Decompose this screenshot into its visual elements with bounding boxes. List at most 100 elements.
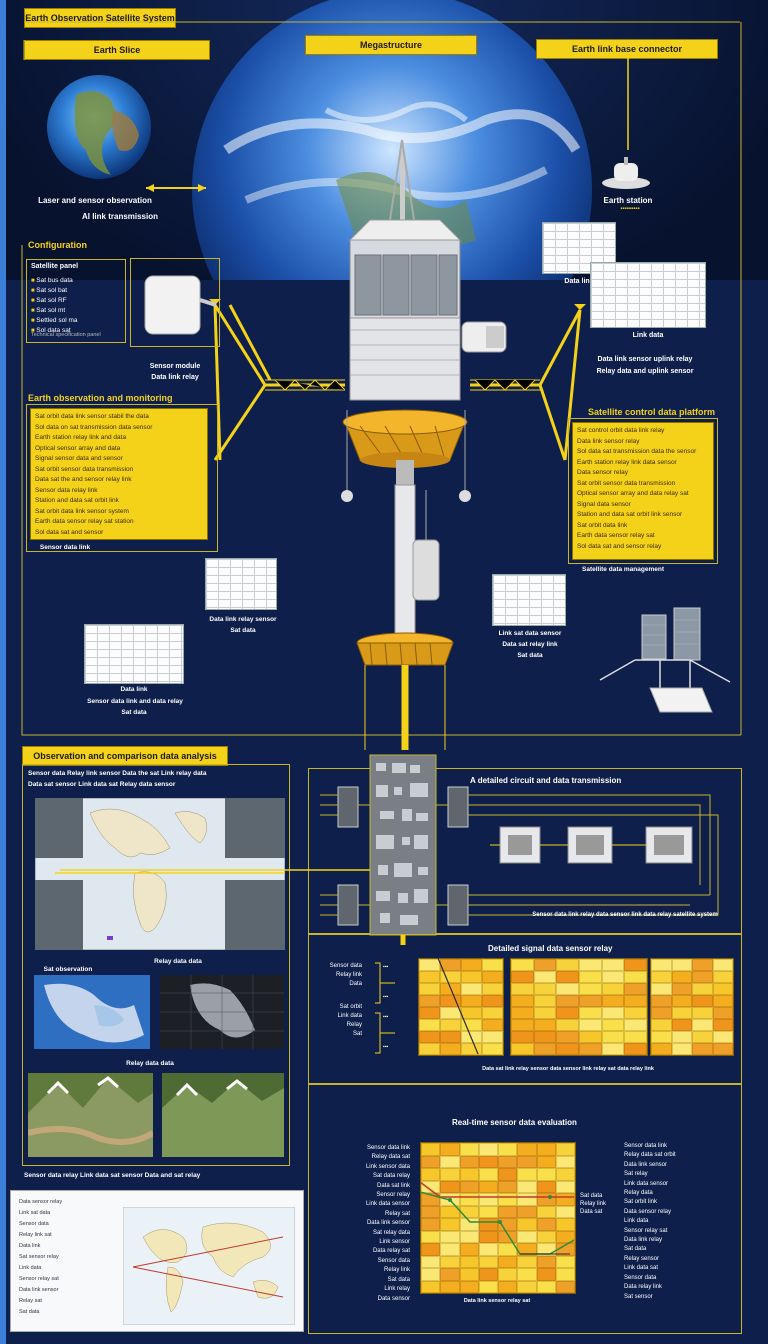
heat-cell — [440, 1205, 460, 1218]
label-earth-slice: Earth Slice — [24, 40, 210, 60]
heat-cell — [555, 1268, 575, 1281]
heat-cell — [555, 1193, 575, 1206]
heat-cell — [421, 1280, 441, 1293]
heat-cell — [478, 1243, 498, 1256]
doc-row: Relay sat — [19, 1298, 42, 1304]
heat-cell — [482, 1007, 503, 1019]
heat-cell — [536, 1280, 556, 1293]
heat-cell — [536, 1230, 556, 1243]
heat-cell — [536, 1268, 556, 1281]
text-row: Sat orbit data link sensor system — [35, 507, 129, 515]
heat-cell — [671, 983, 692, 995]
text-row: Station and data sat orbit link sensor — [577, 511, 683, 518]
heatmap2-trend-lines — [420, 1181, 574, 1255]
heat-cell — [421, 1230, 441, 1243]
doc-row: Sensor relay sat — [19, 1276, 59, 1282]
heat-cell — [651, 1007, 672, 1019]
heat-cell — [578, 995, 602, 1007]
heat-cell — [478, 1180, 498, 1193]
text-row: Sat orbit data link — [577, 521, 628, 529]
earth-station-caption: Earth station — [603, 196, 653, 205]
heat-cell — [511, 995, 534, 1007]
heat-cell — [533, 995, 557, 1007]
heat-cell — [651, 1031, 672, 1043]
heat-cell — [692, 1007, 713, 1019]
heat-cell — [651, 995, 672, 1007]
circuit-board — [320, 754, 719, 945]
heatmap1-label: Sat — [352, 1031, 362, 1037]
heat-cell — [555, 1230, 575, 1243]
heat-cell — [440, 1043, 461, 1055]
heat-cell — [692, 1031, 713, 1043]
heatmap2-right-label: Sensor data — [624, 1274, 657, 1281]
heat-cell — [517, 1280, 537, 1293]
heatmap1-label: Relay link — [335, 972, 362, 978]
page-title: Earth Observation Satellite System — [24, 8, 176, 28]
doc-row: Data link sensor — [19, 1287, 59, 1293]
heatmap2-right-label: Sat orbit link — [624, 1199, 658, 1206]
heat-cell — [533, 1007, 557, 1019]
heatmap1-label: Link data — [337, 1013, 362, 1019]
heat-cell — [517, 1255, 537, 1268]
obs-panel — [22, 764, 290, 1166]
heat-cell — [419, 959, 440, 971]
heat-cell — [556, 959, 579, 971]
heat-cell — [421, 1268, 441, 1281]
heatmap2-left-label: Relay link — [383, 1267, 410, 1274]
heat-cell — [478, 1268, 498, 1281]
heat-cell — [624, 1043, 647, 1055]
heat-cell — [478, 1218, 498, 1231]
heat-cell — [601, 995, 625, 1007]
doc-row: Sat data — [19, 1309, 40, 1315]
heat-cell — [517, 1268, 537, 1281]
heat-cell — [517, 1205, 537, 1218]
module-caption-1: Sensor module — [149, 363, 201, 370]
svg-text:▪▪▪: ▪▪▪ — [383, 1044, 389, 1050]
heat-cell — [498, 1280, 518, 1293]
heatmap1-trend-line — [437, 958, 479, 1054]
terrain-image — [162, 1073, 284, 1157]
heat-cell — [421, 1243, 441, 1256]
text-row: Optical sensor array and data — [35, 444, 121, 452]
heat-cell — [533, 983, 557, 995]
heat-cell — [533, 971, 557, 983]
left-yellow-caption: Sensor data link — [39, 544, 91, 551]
heat-cell — [511, 1019, 534, 1031]
heat-cell — [712, 995, 733, 1007]
heatmap2-right-label: Link data sensor — [624, 1180, 669, 1187]
heat-cell — [624, 1007, 647, 1019]
heatmap2-right-label: Data sensor relay — [624, 1208, 672, 1215]
heat-cell — [578, 1043, 602, 1055]
heat-cell — [511, 959, 534, 971]
doc-row: Data link — [19, 1243, 41, 1249]
right-caption-b2: Data link sensor uplink relay — [597, 356, 693, 363]
module-caption-2: Data link relay — [151, 374, 199, 381]
solar-panel-icon — [599, 607, 731, 713]
heatmap2-title: Real-time sensor data evaluation — [452, 1118, 577, 1127]
heat-cell — [555, 1280, 575, 1293]
heat-cell — [419, 1043, 440, 1055]
heat-cell — [533, 1031, 557, 1043]
heatmap2-left-label: Data relay sat — [372, 1248, 410, 1255]
earth-caption-2: AI link transmission — [81, 212, 159, 221]
heat-cell — [461, 971, 482, 983]
heat-cell — [671, 995, 692, 1007]
heat-cell — [712, 1007, 733, 1019]
heat-cell — [712, 959, 733, 971]
heat-cell — [459, 1218, 479, 1231]
dark-grid-map — [160, 975, 284, 1049]
heat-cell — [478, 1280, 498, 1293]
text-row: Sol data sat and sensor — [35, 528, 104, 536]
text-row: Data sensor relay — [577, 469, 628, 476]
heat-cell — [421, 1155, 441, 1168]
heat-cell — [555, 1180, 575, 1193]
config-list: Sat bus data Sat sol bat Sat sol RF Sat … — [31, 276, 77, 336]
heat-cell — [671, 959, 692, 971]
heat-cell — [536, 1143, 556, 1156]
heat-cell — [712, 971, 733, 983]
heat-cell — [578, 1019, 602, 1031]
heat-cell — [536, 1205, 556, 1218]
heat-cell — [459, 1180, 479, 1193]
legend-entry: Data sat — [580, 1209, 603, 1215]
